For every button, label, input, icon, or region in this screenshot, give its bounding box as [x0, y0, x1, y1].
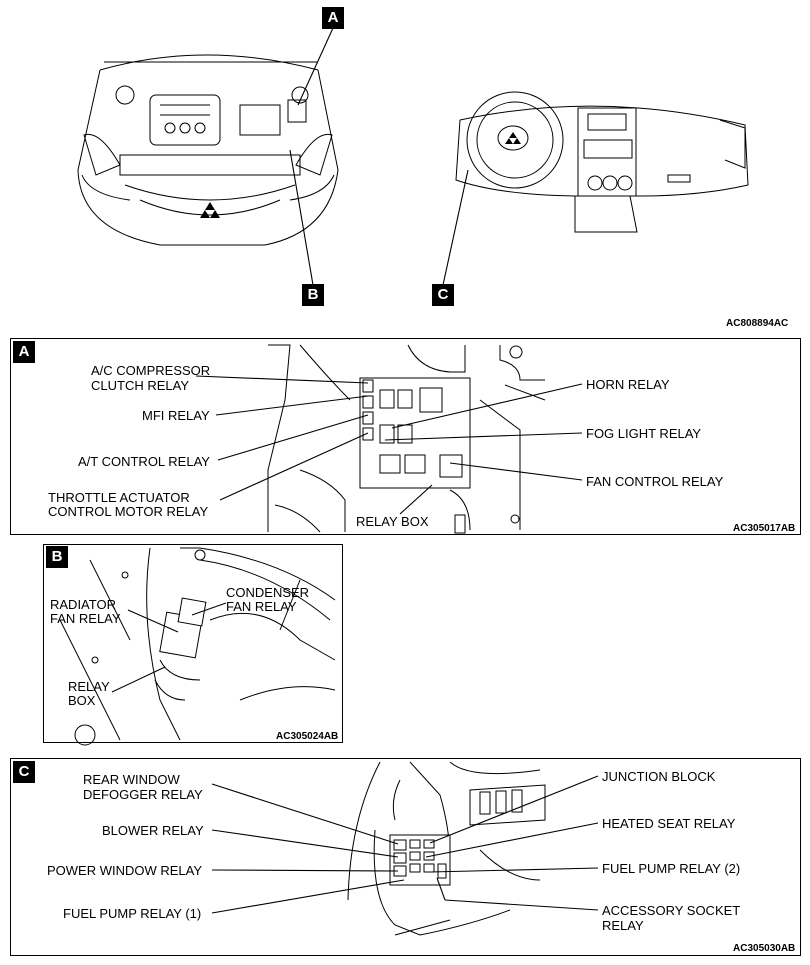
overview-badge-c: C [432, 284, 454, 306]
label-throttle-actuator-line1: THROTTLE ACTUATOR [48, 490, 190, 505]
label-relay-box-b-line2: BOX [68, 693, 96, 708]
label-relay-box-a: RELAY BOX [356, 514, 429, 529]
label-fog-light-relay: FOG LIGHT RELAY [586, 426, 702, 441]
label-fuel-pump-relay-1: FUEL PUMP RELAY (1) [63, 906, 202, 921]
label-accessory-socket-relay-line2: RELAY [602, 918, 644, 933]
label-ac-compressor-clutch-relay-line2: CLUTCH RELAY [91, 378, 190, 393]
label-condenser-fan-relay-line1: CONDENSER [226, 585, 310, 600]
label-ac-compressor-clutch-relay-line1: A/C COMPRESSOR [91, 363, 211, 378]
label-condenser-fan-relay-line2: FAN RELAY [226, 599, 297, 614]
label-at-control-relay: A/T CONTROL RELAY [78, 454, 210, 469]
label-fuel-pump-relay-2: FUEL PUMP RELAY (2) [602, 861, 741, 876]
label-fan-control-relay: FAN CONTROL RELAY [586, 474, 724, 489]
label-junction-block: JUNCTION BLOCK [602, 769, 716, 784]
label-rear-window-defogger-relay-line1: REAR WINDOW [83, 772, 180, 787]
label-heated-seat-relay: HEATED SEAT RELAY [602, 816, 736, 831]
panel-b-reference-code: AC305024AB [276, 731, 339, 742]
label-rear-window-defogger-relay-line2: DEFOGGER RELAY [83, 787, 203, 802]
label-radiator-fan-relay-line2: FAN RELAY [50, 611, 121, 626]
label-throttle-actuator-line2: CONTROL MOTOR RELAY [48, 504, 209, 519]
overview-badge-a: A [322, 7, 344, 29]
panel-c-badge: C [13, 761, 35, 783]
label-horn-relay: HORN RELAY [586, 377, 670, 392]
label-radiator-fan-relay-line1: RADIATOR [50, 597, 116, 612]
label-blower-relay: BLOWER RELAY [102, 823, 204, 838]
overview-badge-b: B [302, 284, 324, 306]
label-accessory-socket-relay-line1: ACCESSORY SOCKET [602, 903, 741, 918]
label-relay-box-b-line1: RELAY [68, 679, 110, 694]
engine-bay-illustration [77, 27, 749, 286]
panel-a-badge: A [13, 341, 35, 363]
overview-reference-code: AC808894AC [726, 318, 789, 329]
panel-a-reference-code: AC305017AB [733, 523, 796, 534]
panel-c-reference-code: AC305030AB [733, 943, 796, 954]
label-mfi-relay: MFI RELAY [142, 408, 210, 423]
label-power-window-relay: POWER WINDOW RELAY [47, 863, 203, 878]
panel-b-badge: B [46, 546, 68, 568]
